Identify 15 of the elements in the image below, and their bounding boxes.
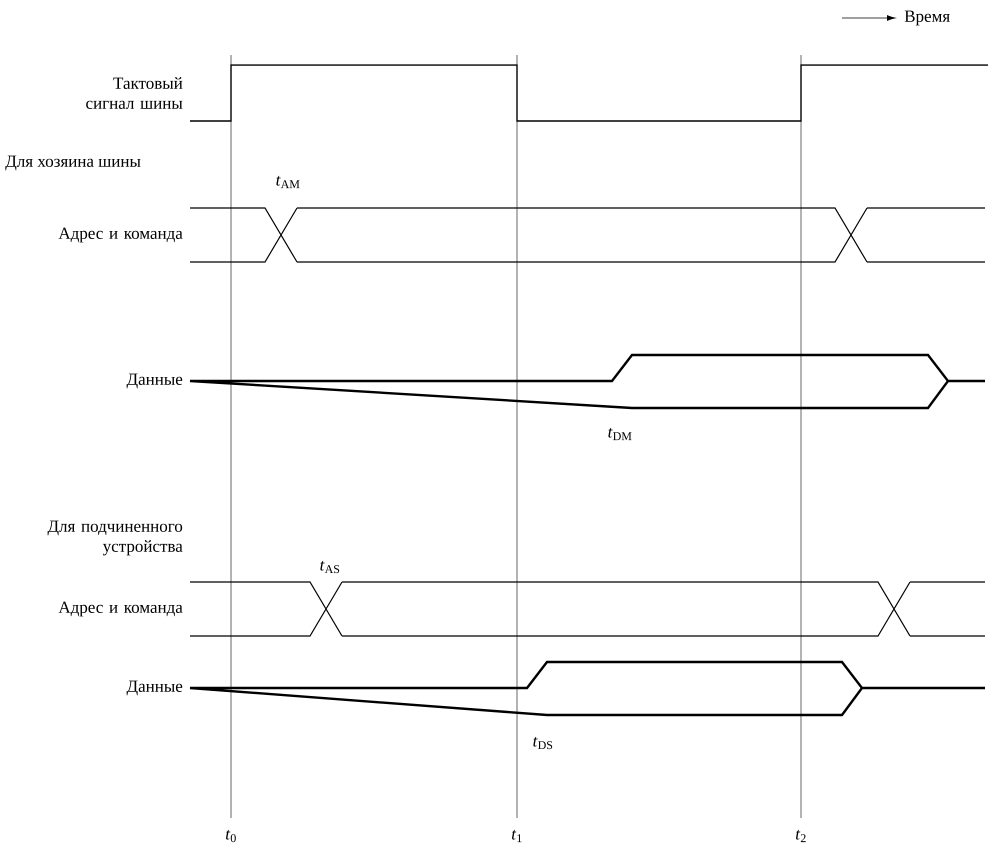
timing-label: t$_{DS}$ (533, 736, 552, 750)
signal-label: Адрес и команда (58, 602, 183, 616)
timing-label: t$_{DM}$ (608, 428, 632, 440)
signal-label: Тактовый сигнал шины (86, 77, 182, 109)
timing-label: t$_{AS}$ (320, 560, 340, 574)
signal-label: Адрес и команда (58, 228, 183, 242)
time-label: t$_{0}$ (226, 830, 236, 842)
time-label: t$_{2}$ (796, 830, 806, 842)
time-label: t$_{1}$ (512, 830, 522, 842)
timing-label: t$_{AM}$ (276, 176, 300, 188)
signal-label: Данные (126, 680, 182, 696)
section-heading: Для подчиненного устройства (48, 520, 183, 556)
section-heading: Для хозяина шины (5, 156, 141, 170)
axis-label: Время (904, 10, 950, 26)
signal-label: Данные (126, 374, 182, 388)
